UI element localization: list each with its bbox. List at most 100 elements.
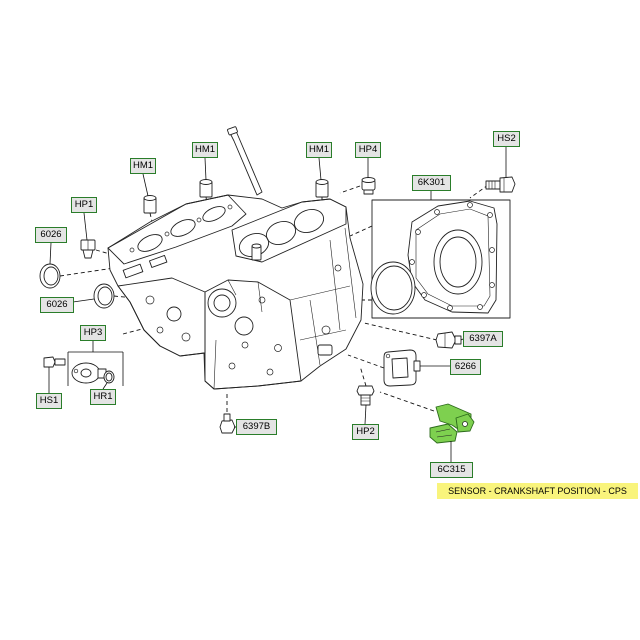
rear-cover-bolt-hole: [477, 304, 483, 310]
right-bank-deck: [231, 198, 347, 263]
bolt-hs2: [485, 176, 516, 193]
plug-hp2: [356, 385, 375, 406]
callout-hp2: HP2: [352, 424, 379, 440]
callout-6266: 6266: [450, 359, 481, 375]
callout-6397b: 6397B: [236, 419, 277, 435]
leader-hr1: [102, 382, 108, 390]
callout-6k301: 6K301: [412, 175, 451, 191]
leader-lines: [48, 147, 507, 462]
left-bank-bore-2: [170, 219, 196, 237]
leader-hm1-right: [318, 157, 322, 181]
dash-hp3: [122, 327, 147, 335]
callout-6026-upper: 6026: [35, 227, 67, 243]
crank-bore-outer: [207, 288, 237, 318]
callout-hs2: HS2: [493, 131, 520, 147]
sensor-mount-hole: [462, 421, 468, 427]
dash-hs2: [469, 184, 489, 199]
deck-bolt-hole: [164, 231, 170, 237]
callout-6026-lower: 6026: [40, 297, 74, 313]
callout-6397a: 6397A: [463, 331, 503, 347]
right-bank-bore-3: [293, 209, 325, 233]
left-bank-bore-1: [137, 234, 163, 252]
deck-bolt-hole: [196, 217, 202, 223]
rear-cover-bolt-hole: [415, 229, 421, 235]
right-side-ribs: [289, 227, 357, 366]
rear-cover-6k301-group: [370, 199, 511, 319]
front-rib: [213, 279, 263, 390]
callout-hm1-left: HM1: [130, 158, 156, 174]
fitting-hp3: [71, 362, 107, 384]
seal-ring-6026-upper: [39, 263, 61, 289]
seal-ring-6026-lower: [93, 283, 115, 309]
leader-hm1-left: [142, 173, 149, 197]
bolt-hs1: [43, 356, 66, 368]
dipstick-tube: [227, 126, 263, 196]
right-side-hole: [321, 325, 331, 335]
leader-6397a: [460, 338, 464, 341]
o-ring-hr1: [103, 370, 115, 384]
leader-6026-upper: [49, 242, 52, 265]
group-frame: [371, 199, 511, 319]
callout-hm1-center: HM1: [192, 142, 218, 158]
rear-cover-bolt-hole: [434, 209, 440, 215]
callout-hs1: HS1: [36, 393, 62, 409]
plug-6397a: [435, 331, 462, 349]
callout-hp4: HP4: [355, 142, 381, 158]
dash-hp2: [359, 365, 367, 387]
part-caption-banner: SENSOR - CRANKSHAFT POSITION - CPS: [437, 483, 638, 499]
rear-cover-opening-outer: [433, 229, 483, 295]
rear-cover-bolt-hole: [467, 202, 473, 208]
front-boss: [234, 316, 254, 336]
front-bolt-hole: [274, 344, 282, 352]
dowel-hm1-center: [199, 179, 213, 198]
sensor-connector: [429, 423, 458, 444]
leader-6026-lower: [72, 298, 95, 303]
right-side-boss: [317, 344, 333, 356]
rear-cover-plate: [407, 200, 498, 314]
rear-cover-bolt-hole: [409, 259, 415, 265]
deck-bolt-hole: [129, 247, 135, 253]
side-hole: [181, 332, 191, 342]
plug-hp4: [361, 177, 376, 195]
left-lower-side: [117, 277, 206, 357]
right-bank-bore-2: [265, 221, 297, 245]
leader-hm1-center: [204, 157, 207, 181]
plug-hp1: [80, 239, 96, 259]
crank-bore-inner: [213, 294, 231, 312]
front-bolt-hole: [266, 368, 274, 376]
dash-6c315: [379, 391, 435, 412]
callout-6c315: 6C315: [430, 462, 473, 478]
dowel-hm1-right: [315, 179, 329, 198]
deck-bolt-hole: [227, 204, 233, 210]
dash-hp4: [339, 185, 361, 194]
dowel-center: [251, 243, 262, 261]
callout-hr1: HR1: [90, 389, 116, 405]
plug-6397b: [219, 413, 236, 434]
rear-cover-bolt-hole: [447, 305, 453, 311]
rear-cover-opening-inner: [439, 236, 477, 288]
rear-cover-rib: [415, 208, 491, 307]
front-bolt-hole: [241, 341, 249, 349]
dash-6397a: [363, 322, 438, 341]
rear-cover-bolt-hole: [421, 292, 427, 298]
front-face: [204, 279, 302, 390]
rear-cover-bolt-hole: [489, 247, 495, 253]
dowel-hm1-left: [143, 195, 157, 214]
right-side-hole: [334, 264, 342, 272]
rear-cover-bolt-hole: [489, 282, 495, 288]
leader-hp1: [83, 212, 88, 241]
dash-6026-upper: [59, 267, 115, 277]
dash-rear-cover-upper: [349, 225, 373, 237]
rear-cover-bolt-hole: [487, 212, 493, 218]
side-boss: [166, 306, 182, 322]
bracket-6266: [383, 349, 421, 387]
crankshaft-position-sensor-6c315: [429, 403, 475, 444]
left-bank-bore-3: [202, 206, 226, 222]
callout-hp1: HP1: [71, 197, 97, 213]
side-hole: [145, 295, 155, 305]
leader-hp2: [364, 404, 367, 425]
rear-crankshaft-seal: [370, 261, 416, 315]
engine-block: [107, 194, 364, 390]
dash-hm1-left: [149, 212, 154, 227]
